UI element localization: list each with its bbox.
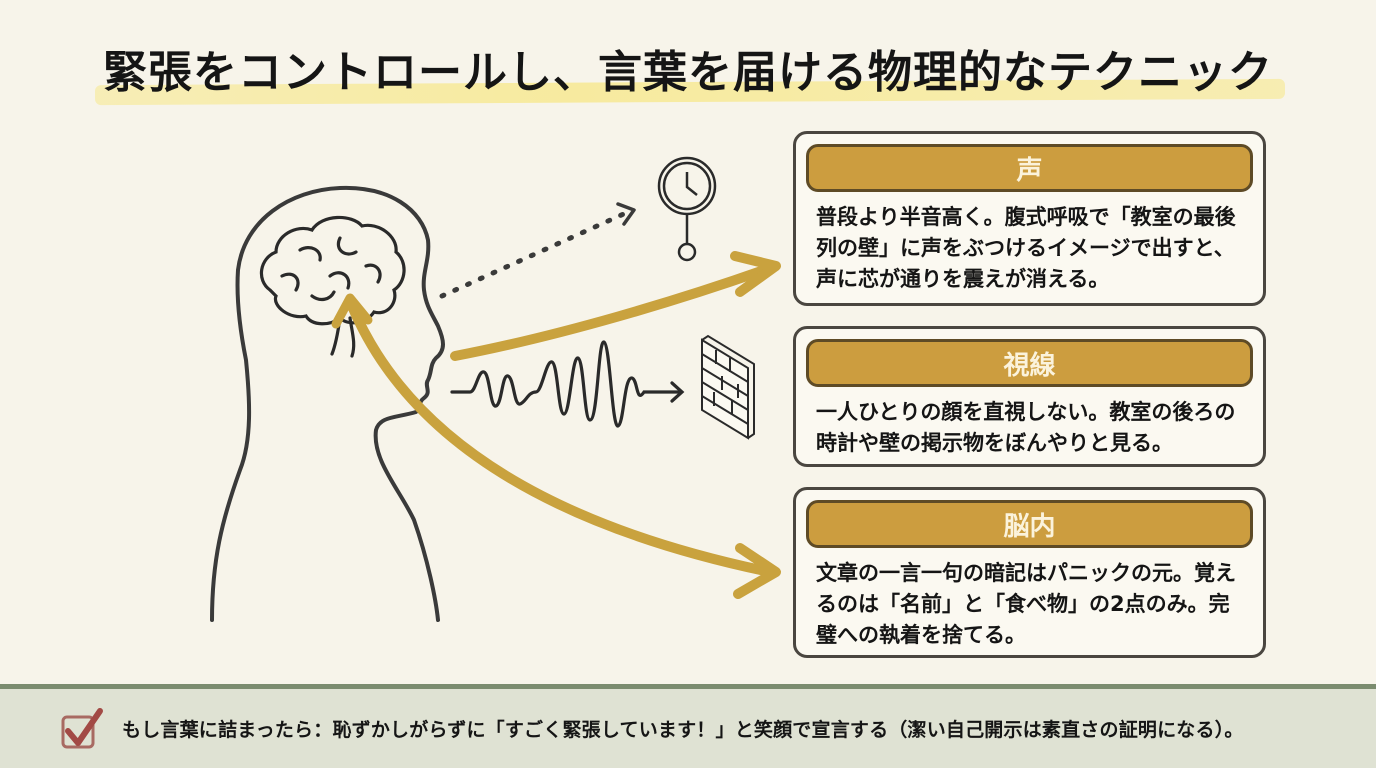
card-body-voice: 普段より半音高く。腹式呼吸で「教室の最後列の壁」に声をぶつけるイメージで出すと、… [816,205,1236,291]
checkbox-checked-icon [61,707,103,748]
dotted-gaze-arrow [439,209,631,299]
footer-tip: もし言葉に詰まったら：恥ずかしがらずに「すごく緊張しています！」と笑顔で宣言する… [0,684,1376,768]
card-header-mind: 脳内 [806,500,1253,548]
brick-wall-icon [701,334,755,440]
card-header-voice: 声 [806,144,1253,192]
page-title: 緊張をコントロールし、言葉を届ける物理的なテクニック [103,47,1273,98]
sound-wave [450,340,682,428]
card-voice: 声 普段より半音高く。腹式呼吸で「教室の最後列の壁」に声をぶつけるイメージで出す… [793,131,1266,306]
illustration [210,156,781,622]
brain-arrow [347,301,775,577]
card-body-mind: 文章の一言一句の暗記はパニックの元。覚えるのは「名前」と「食べ物」の2点のみ。完… [816,561,1236,647]
card-body-gaze: 一人ひとりの顔を直視しない。教室の後ろの時計や壁の掲示物をぼんやりと見る。 [816,400,1236,455]
voice-arrow [450,263,775,361]
card-gaze: 視線 一人ひとりの顔を直視しない。教室の後ろの時計や壁の掲示物をぼんやりと見る。 [793,326,1266,467]
title-container: 緊張をコントロールし、言葉を届ける物理的なテクニック [0,28,1376,108]
head-silhouette [210,185,445,622]
brain-icon [259,215,406,358]
card-header-gaze: 視線 [806,339,1253,387]
footer-text: もし言葉に詰まったら：恥ずかしがらずに「すごく緊張しています！」と笑顔で宣言する… [122,719,1244,741]
clock-icon [657,156,717,262]
card-mind: 脳内 文章の一言一句の暗記はパニックの元。覚えるのは「名前」と「食べ物」の2点の… [793,487,1266,658]
